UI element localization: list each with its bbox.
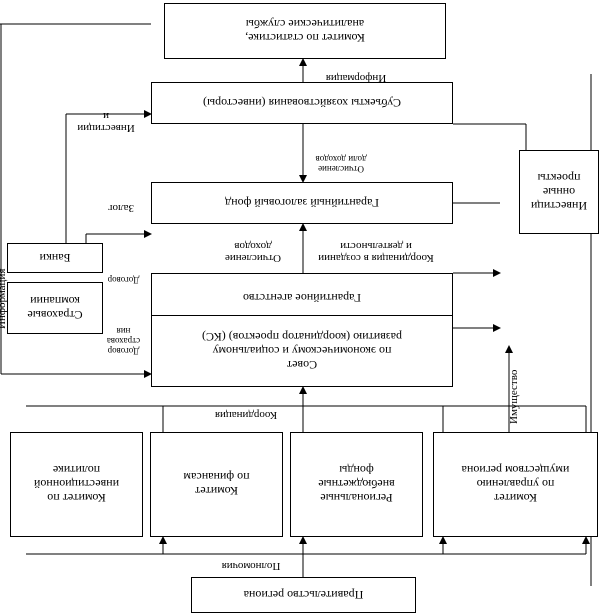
- box-regional-funds: Региональные внебюджетные фонды: [290, 432, 423, 537]
- label-contract: Договор: [107, 275, 140, 285]
- label-property: Имущество: [508, 369, 520, 424]
- box-insurance: Страховые компании: [7, 282, 103, 334]
- box-statistics: Комитет по статистике, аналитические слу…: [164, 3, 446, 59]
- label-pledge: Залог: [108, 202, 134, 214]
- box-committee-property: Комитет по управлению имуществом региона: [433, 432, 598, 537]
- box-committee-investment: Комитет по инвестиционной политике: [10, 432, 143, 537]
- box-guarantee-agency: Гарантийное агентство: [242, 291, 362, 305]
- box-government: Правительство региона: [191, 577, 416, 613]
- box-guarantee-fund: Гарантийный залоговый фонд: [151, 182, 453, 224]
- label-information-left: Информация: [0, 268, 8, 329]
- box-committee-finance: Комитет по финансам: [150, 432, 283, 537]
- label-powers: Полномочия: [221, 560, 281, 572]
- label-coordination: Координация: [214, 409, 278, 421]
- box-banks: Банки: [7, 243, 103, 273]
- divider-council-agency: [151, 315, 453, 316]
- label-coordination-creation: Координация в создании и деятельности: [318, 240, 434, 264]
- label-insurance-contract: Договор страхова ния: [106, 326, 141, 356]
- label-income-deductions-2: Отчисление доли доходов: [315, 154, 367, 174]
- label-investments: Инвестиции и: [77, 110, 135, 134]
- label-information-top: Информация: [325, 72, 387, 84]
- box-investment-projects: Инвестици онные проекты: [519, 150, 599, 234]
- label-income-deductions-1: Отчисление доходов: [224, 240, 282, 264]
- box-subjects: Субъекты хозяйствования (инвесторы): [151, 82, 453, 124]
